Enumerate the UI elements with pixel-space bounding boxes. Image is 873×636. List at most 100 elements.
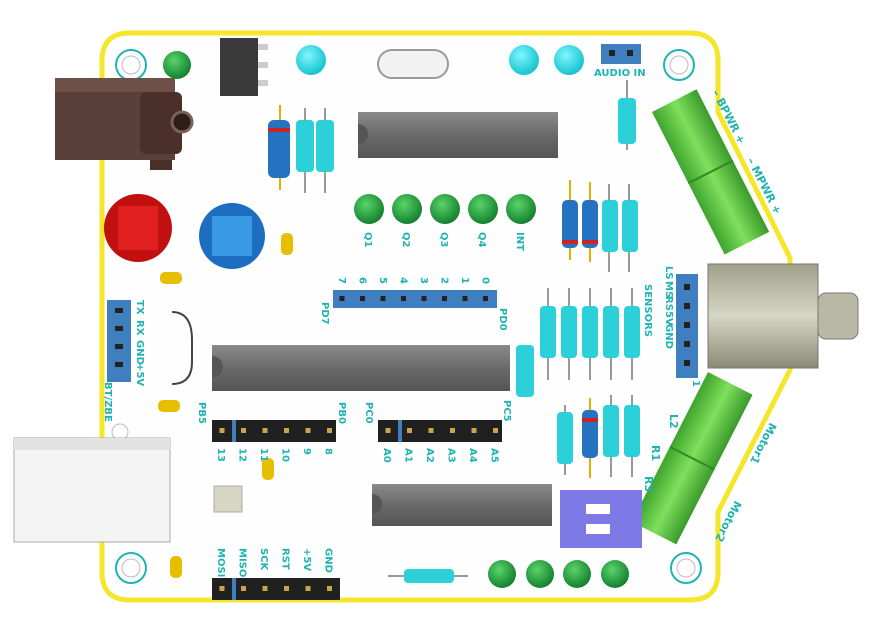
resistor-bank-right [562, 180, 638, 272]
smd-chip [213, 485, 243, 513]
portb-pin-label: 13 [215, 448, 226, 462]
header-pin [385, 428, 391, 433]
portb-pin-label: 8 [323, 448, 334, 455]
portb-pin-label: 12 [237, 448, 248, 462]
status-led [509, 45, 539, 75]
indicator-led [506, 194, 536, 224]
terminal-block-power [652, 89, 770, 255]
pc0-label: PC0 [363, 402, 374, 424]
power-led [163, 51, 191, 79]
terminal-block-motor [631, 372, 753, 545]
sensor-pin-label: RS [663, 296, 674, 311]
sensor-pin-label: 5V [663, 311, 674, 326]
portc-header [378, 420, 502, 442]
header-pin [428, 428, 434, 433]
user-button-blue[interactable] [199, 203, 265, 269]
isp-pin-label: GND [323, 548, 334, 573]
dip-switch[interactable] [560, 490, 642, 548]
header-pin [284, 428, 289, 433]
header-pin [493, 428, 498, 433]
bottom-leds [488, 560, 629, 588]
ic-top [358, 112, 558, 158]
sensor-resistors [540, 288, 640, 380]
bottom-resistor [388, 569, 468, 583]
top-resistors [268, 80, 636, 193]
status-led [554, 45, 584, 75]
sensor-pin-label: MS [663, 281, 674, 298]
sensors-label: SENSORS [642, 284, 653, 337]
audio-in-label: AUDIO IN [594, 68, 646, 79]
portb-pin-label: 9 [301, 448, 312, 455]
header-pin [360, 296, 365, 301]
audio-in-header: AUDIO IN [594, 44, 646, 79]
isp-pin-label: SCK [258, 548, 269, 572]
serial-pin-label: RX [134, 320, 145, 336]
led-label: Q1 [362, 232, 373, 248]
portd-pin-label: 3 [418, 277, 429, 284]
header-pin [327, 428, 332, 433]
indicator-led [430, 194, 460, 224]
portb-pin-label: 10 [280, 448, 291, 462]
capacitors [158, 233, 293, 578]
header-pin [421, 296, 427, 301]
portd-pin-label: 4 [398, 277, 409, 284]
bt-zbee-label: BT/ZBE [102, 382, 113, 422]
portd-header [333, 290, 497, 308]
led-label: Q2 [400, 232, 411, 248]
serial-pin-label: +5V [134, 363, 145, 386]
isp-header [212, 578, 340, 600]
crystal-oscillator [377, 49, 449, 79]
portd-pin-label: 2 [439, 277, 450, 284]
portc-pin-label: A2 [424, 448, 435, 463]
led-label: INT [514, 232, 525, 251]
microcontroller [212, 345, 510, 391]
header-pin [241, 428, 246, 433]
portc-pin-label: A0 [381, 448, 392, 463]
portb-pin-labels: 13 12 11 10 9 8 [215, 428, 334, 462]
pd0-label: PD0 [497, 308, 508, 331]
indicator-led [354, 194, 384, 224]
l2-label: L2 [667, 414, 680, 429]
resistor-pc5 [516, 345, 534, 397]
header-pin [327, 586, 332, 591]
portd-pin-label: 7 [336, 277, 347, 284]
serial-pin-label: TX [134, 300, 145, 315]
header-pin [115, 308, 123, 313]
portb-header [212, 420, 336, 442]
header-pin [219, 428, 225, 433]
header-pin [262, 428, 268, 433]
header-pin [284, 586, 289, 591]
header-pin [401, 296, 406, 301]
portc-pin-label: A4 [467, 448, 478, 463]
sensor-pin-label: GND [663, 324, 674, 349]
pd7-label: PD7 [319, 302, 330, 325]
header-pin [684, 284, 690, 290]
led-label: Q3 [438, 232, 449, 248]
header-pin [305, 428, 311, 433]
header-pin [262, 586, 268, 591]
header-pin [684, 303, 690, 309]
crystal-2 [171, 311, 193, 385]
portd-pin-label: 5 [377, 277, 388, 284]
header-pin [241, 586, 246, 591]
portb-pin-label: 11 [258, 448, 269, 462]
reset-button-red[interactable] [104, 194, 172, 262]
portd-pin-label: 0 [480, 277, 491, 284]
header-pin [115, 344, 123, 349]
portc-pin-label: A5 [489, 448, 500, 463]
page-one-label: 1 [690, 380, 701, 387]
header-pin [339, 296, 345, 301]
pin1-marker [398, 420, 402, 442]
sensor-pin-label: LS [663, 266, 674, 280]
voltage-regulator [220, 38, 268, 96]
header-pin [380, 296, 386, 301]
r3-label: R3 [642, 476, 655, 492]
header-pin [219, 586, 225, 591]
portc-pin-label: A1 [403, 448, 414, 463]
isp-pin-label: RST [280, 548, 291, 570]
header-pin [442, 296, 447, 301]
